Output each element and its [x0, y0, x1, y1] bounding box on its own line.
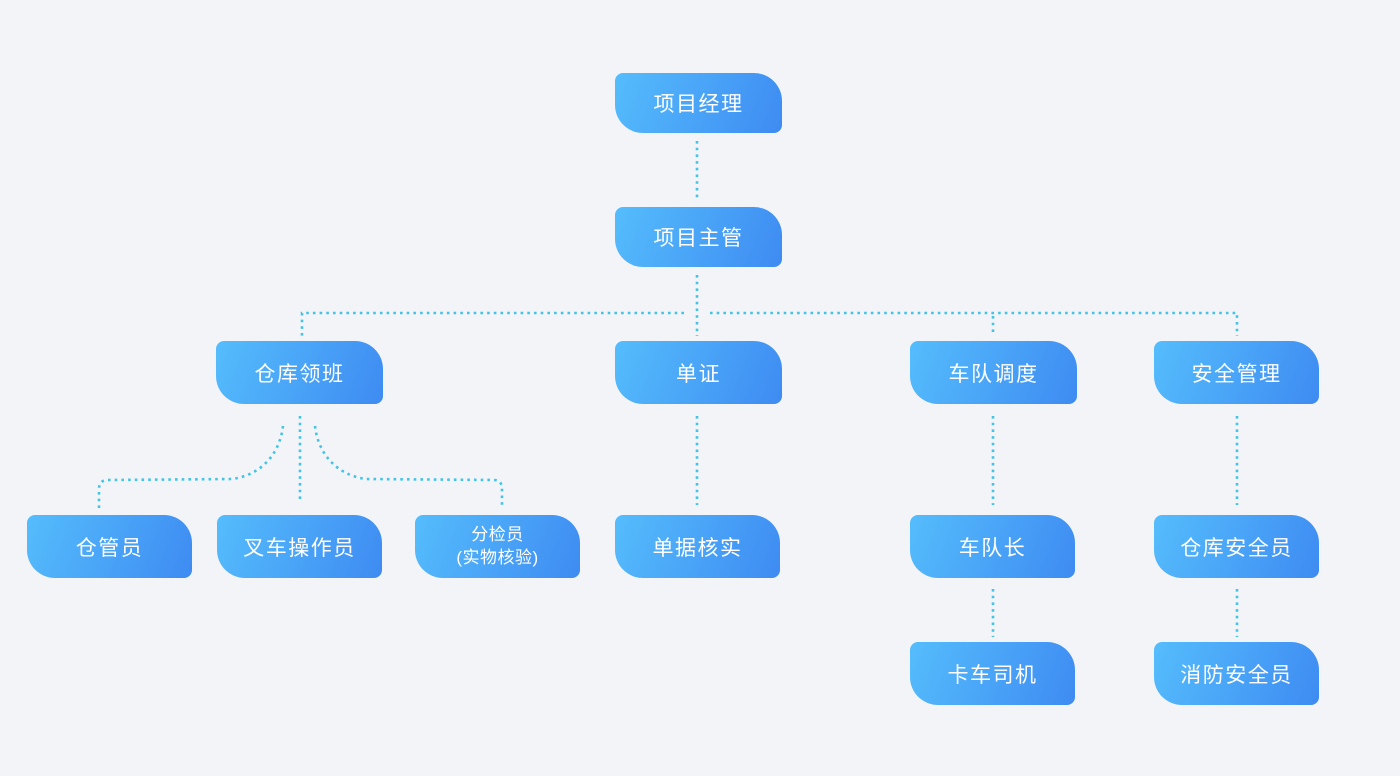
connector-foreman-to-sorter-curve	[313, 425, 504, 508]
node-label-warehouse-safety-officer: 仓库安全员	[1180, 536, 1293, 560]
node-fleet-captain[interactable]: 车队长	[910, 515, 1075, 578]
node-documentation[interactable]: 单证	[615, 341, 782, 404]
node-label-fire-safety-officer: 消防安全员	[1180, 663, 1293, 687]
node-label-project-manager: 项目经理	[653, 93, 744, 116]
node-label-forklift-operator: 叉车操作员	[243, 536, 356, 560]
node-label-fleet-dispatch: 车队调度	[948, 362, 1039, 386]
node-fire-safety-officer[interactable]: 消防安全员	[1154, 642, 1319, 705]
node-project-manager[interactable]: 项目经理	[615, 73, 782, 133]
node-label-documentation: 单证	[676, 362, 721, 386]
node-sorting-clerk[interactable]: 分检员 (实物核验)	[415, 515, 580, 578]
node-warehouse-keeper[interactable]: 仓管员	[27, 515, 192, 578]
node-project-supervisor[interactable]: 项目主管	[615, 207, 782, 267]
connector-main-branch-right	[710, 311, 1239, 336]
node-truck-driver[interactable]: 卡车司机	[910, 642, 1075, 705]
node-fleet-dispatch[interactable]: 车队调度	[910, 341, 1077, 404]
node-label-safety-management: 安全管理	[1191, 362, 1282, 386]
node-label-truck-driver: 卡车司机	[947, 663, 1038, 687]
node-label-sorting-clerk: 分检员	[471, 524, 524, 544]
node-warehouse-foreman[interactable]: 仓库领班	[216, 341, 383, 404]
node-label-document-verification: 单据核实	[652, 536, 743, 560]
node-warehouse-safety-officer[interactable]: 仓库安全员	[1154, 515, 1319, 578]
node-label-fleet-captain: 车队长	[958, 536, 1027, 560]
connector-foreman-to-keeper-curve	[97, 425, 285, 508]
node-document-verification[interactable]: 单据核实	[615, 515, 780, 578]
node-safety-management[interactable]: 安全管理	[1154, 341, 1319, 404]
node-label-warehouse-foreman: 仓库领班	[254, 362, 345, 386]
node-forklift-operator[interactable]: 叉车操作员	[217, 515, 382, 578]
connector-main-branch-left	[300, 311, 684, 336]
node-label-project-supervisor: 项目主管	[653, 227, 744, 250]
node-sublabel-sorting-clerk: (实物核验)	[456, 547, 539, 567]
node-label-warehouse-keeper: 仓管员	[75, 536, 144, 560]
